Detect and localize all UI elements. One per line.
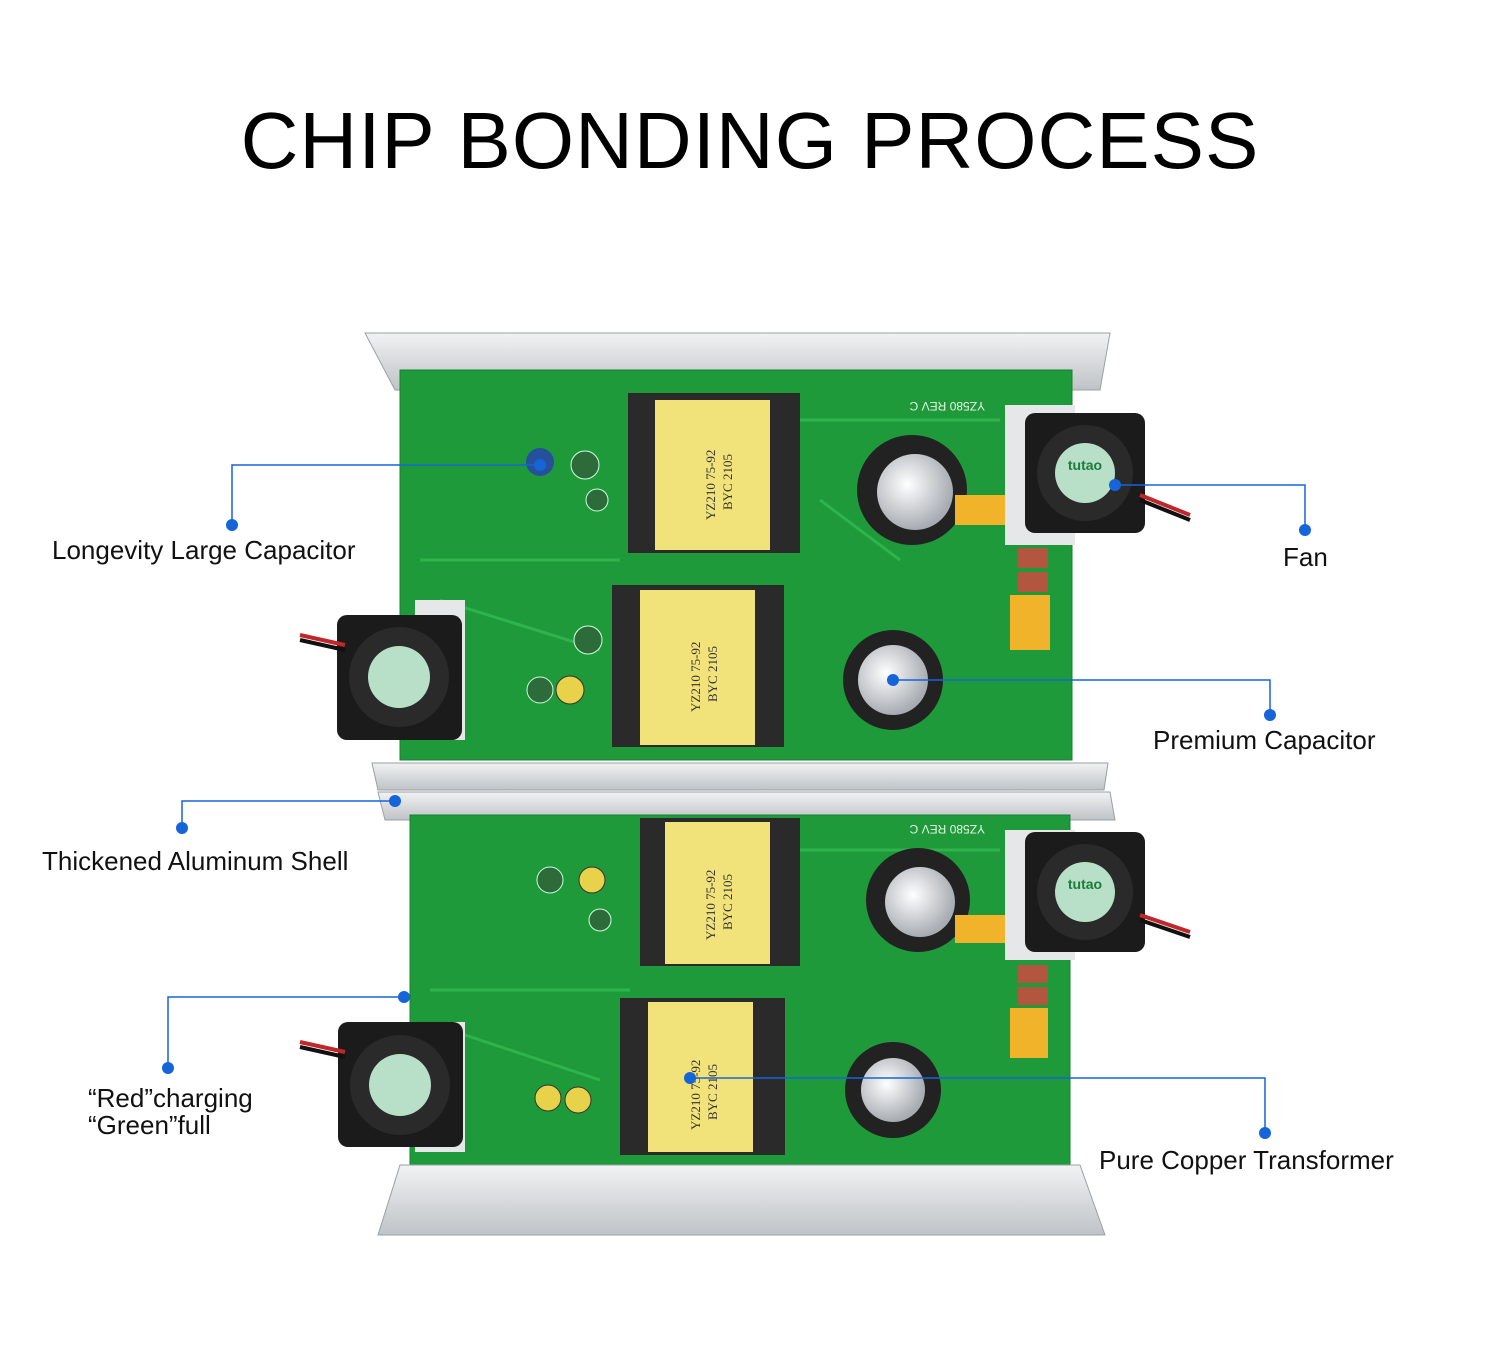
transformer-bottom-2: YZ210 75-92 BYC 2105 (620, 998, 785, 1155)
top-unit: YZ210 75-92 BYC 2105 YZ210 75-92 BYC 210… (299, 332, 1191, 761)
fan-top-left (299, 600, 465, 740)
transformer-top-1: YZ210 75-92 BYC 2105 (628, 393, 800, 553)
fan-bottom-right: tutao (1005, 830, 1191, 960)
aluminum-rail (371, 762, 1116, 821)
callout-premium-capacitor: Premium Capacitor (1153, 725, 1376, 755)
svg-text:BYC 2105: BYC 2105 (705, 646, 720, 702)
callout-indicator-green: “Green”full (88, 1110, 211, 1140)
transformer-top-2: YZ210 75-92 BYC 2105 (612, 585, 784, 747)
svg-text:tutao: tutao (1068, 876, 1102, 892)
fan-bottom-left (299, 1022, 465, 1152)
callout-transformer: Pure Copper Transformer (1099, 1145, 1394, 1175)
transformer-bottom-1: YZ210 75-92 BYC 2105 (640, 818, 800, 966)
svg-text:YZ210 75-92: YZ210 75-92 (703, 450, 718, 520)
bottom-unit: YZ210 75-92 BYC 2105 YZ210 75-92 BYC 210… (299, 814, 1191, 1236)
svg-text:BYC 2105: BYC 2105 (720, 874, 735, 930)
svg-text:YZ210 75-92: YZ210 75-92 (703, 870, 718, 940)
callout-line-premium (893, 679, 1271, 715)
callout-line-fan (1115, 484, 1306, 530)
svg-text:YZ580 REV C: YZ580 REV C (909, 822, 985, 836)
callout-line-indicator (167, 996, 404, 1068)
callout-line-aluminum (181, 800, 395, 828)
svg-text:YZ210 75-92: YZ210 75-92 (688, 642, 703, 712)
svg-text:tutao: tutao (1068, 457, 1102, 473)
page-title: CHIP BONDING PROCESS (240, 96, 1260, 185)
svg-text:YZ580 REV C: YZ580 REV C (909, 399, 985, 413)
callout-lines (167, 464, 1306, 1133)
callout-longevity-capacitor: Longevity Large Capacitor (52, 535, 356, 565)
callout-dots (162, 459, 1311, 1139)
callout-line-transformer (690, 1077, 1266, 1133)
fan-top-right: tutao (1005, 405, 1191, 545)
callout-aluminum-shell: Thickened Aluminum Shell (42, 846, 349, 876)
callout-fan: Fan (1283, 542, 1328, 572)
callout-indicator-red: “Red”charging (88, 1083, 253, 1113)
svg-text:YZ210 75-92: YZ210 75-92 (688, 1060, 703, 1130)
aluminum-shell-bottom (377, 1164, 1106, 1236)
svg-text:BYC 2105: BYC 2105 (720, 454, 735, 510)
svg-text:BYC 2105: BYC 2105 (705, 1064, 720, 1120)
callout-line-longevity (231, 464, 540, 525)
